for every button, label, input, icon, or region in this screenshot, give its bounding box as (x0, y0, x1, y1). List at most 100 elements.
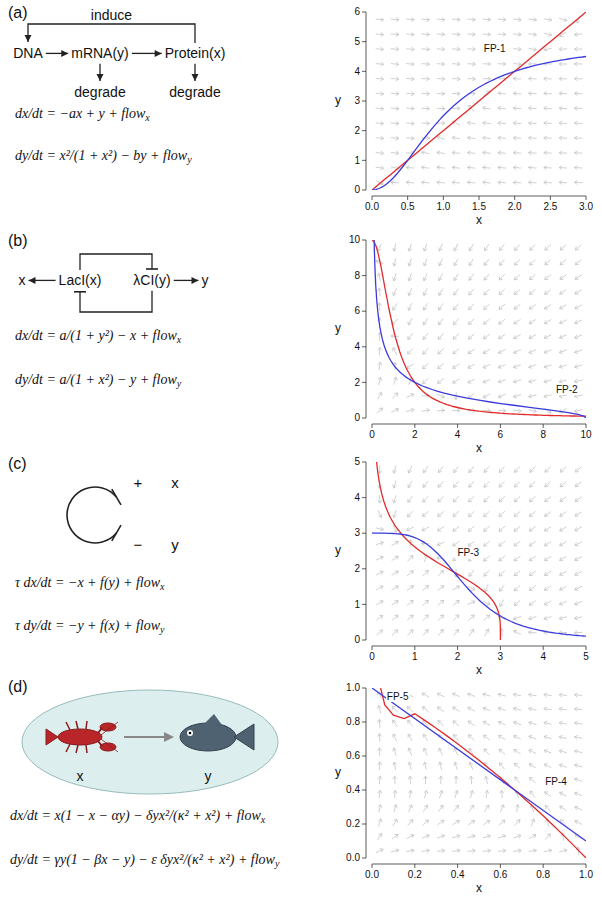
arrow-head (192, 74, 199, 81)
label-text: − (134, 536, 143, 553)
y-nullcline (372, 688, 586, 841)
label-text: 3 (354, 95, 360, 107)
label-text: 5 (354, 36, 360, 48)
text-node: degrade (74, 84, 125, 101)
label-text: 1.0 (436, 201, 450, 213)
label-text: 0.2 (408, 869, 422, 881)
label-text: FP-5 (386, 691, 410, 703)
label-text: 0.4 (451, 869, 465, 881)
crayfish (46, 721, 118, 753)
label-text: 0.4 (346, 784, 360, 796)
arrow-head (61, 50, 68, 57)
label-text: y (335, 94, 341, 108)
connector (96, 64, 103, 81)
label-text: 6 (498, 429, 504, 441)
negative-bar (112, 525, 121, 541)
equation-subscript: y (177, 378, 181, 389)
label-text: 3.0 (579, 201, 593, 213)
label-text: 1.0 (579, 869, 593, 881)
label-text: 2.0 (508, 201, 522, 213)
equation-body: dx/dt = −ax + y + flow (15, 106, 145, 121)
label-text: 0.0 (365, 201, 379, 213)
label-text: 1.5 (472, 201, 486, 213)
connector-line (80, 291, 152, 312)
plot-axes (362, 462, 586, 650)
text-node: LacI(x) (59, 272, 102, 289)
plot-axes (362, 240, 586, 428)
label-text: 5 (354, 456, 360, 468)
text-node: Protein(x) (165, 45, 226, 62)
label-text: 0.8 (346, 716, 360, 728)
label-text: 6 (354, 305, 360, 317)
connector (174, 277, 199, 284)
connector (80, 254, 158, 270)
x-nullcline (372, 240, 586, 416)
label-text: (b) (8, 232, 28, 250)
equation-body: τ dy/dt = −y + f(x) + flow (15, 618, 160, 633)
label-text: 10 (580, 429, 591, 441)
label-text: 2 (354, 563, 360, 575)
label-text: y (171, 536, 179, 553)
label-text: x (476, 882, 482, 896)
label-text: y (335, 322, 341, 336)
x-nullcline (381, 688, 586, 858)
label-text: 8 (354, 270, 360, 282)
equation-body: dy/dt = γy(1 − βx − y) − ε δyx²/(κ² + x²… (10, 852, 275, 867)
connector-line (80, 254, 152, 270)
label-text: 2 (412, 429, 418, 441)
arrow-head (192, 277, 199, 284)
equation-subscript: x (145, 112, 149, 123)
label-text: 3 (354, 527, 360, 539)
fish (180, 714, 254, 751)
label-text: 0 (354, 634, 360, 646)
label-text: 1 (354, 599, 360, 611)
x-nullcline (377, 462, 501, 640)
node-text: LacI(x) (59, 272, 102, 288)
label-text: 2 (354, 377, 360, 389)
label-text: 4 (354, 66, 360, 78)
equation: dy/dt = x²/(1 + x²) − by + flowy (15, 148, 192, 165)
label-text: x (77, 768, 84, 784)
label-text: y (335, 766, 341, 780)
phase-plot (362, 688, 586, 868)
label-text: 4 (455, 429, 461, 441)
label-text: FP-3 (456, 547, 480, 559)
label-text: 0.0 (346, 852, 360, 864)
label-text: y (335, 544, 341, 558)
label-text: x (476, 664, 482, 678)
label-text: 2 (455, 651, 461, 663)
label-text: y (205, 768, 212, 784)
text-node: DNA (13, 45, 43, 62)
label-text: 1 (354, 155, 360, 167)
node-text: DNA (13, 45, 43, 61)
phase-plot (362, 240, 586, 428)
equation-body: dy/dt = a/(1 + x²) − y + flow (15, 372, 177, 387)
equation-subscript: y (275, 858, 279, 869)
label-text: (d) (8, 678, 28, 696)
label-text: (a) (8, 4, 28, 22)
label-text: 0.2 (346, 818, 360, 830)
y-nullcline (372, 57, 586, 191)
equation: dx/dt = −ax + y + flowx (15, 106, 150, 123)
connector (192, 64, 199, 81)
feeding-arrow (124, 732, 174, 742)
vector-field (376, 465, 583, 636)
plot-axes (362, 12, 586, 200)
connector (25, 24, 196, 43)
equation: dy/dt = a/(1 + x²) − y + flowy (15, 372, 181, 389)
label-text: 0.8 (536, 869, 550, 881)
equation-subscript: y (187, 154, 191, 165)
connector (29, 277, 56, 284)
label-text: FP-2 (555, 384, 579, 396)
label-text: 4 (540, 651, 546, 663)
label-text: 0.6 (346, 750, 360, 762)
label-text: 1 (412, 651, 418, 663)
inhibition-bar (74, 291, 86, 293)
equation: dx/dt = x(1 − x − αy) − δyx²/(κ² + x²) +… (10, 808, 265, 825)
node-text: degrade (74, 84, 125, 100)
positive-arc (67, 487, 116, 515)
label-text: 0 (354, 412, 360, 424)
y-nullcline (374, 240, 586, 418)
connector (46, 50, 68, 57)
habitat-ellipse (22, 690, 278, 794)
